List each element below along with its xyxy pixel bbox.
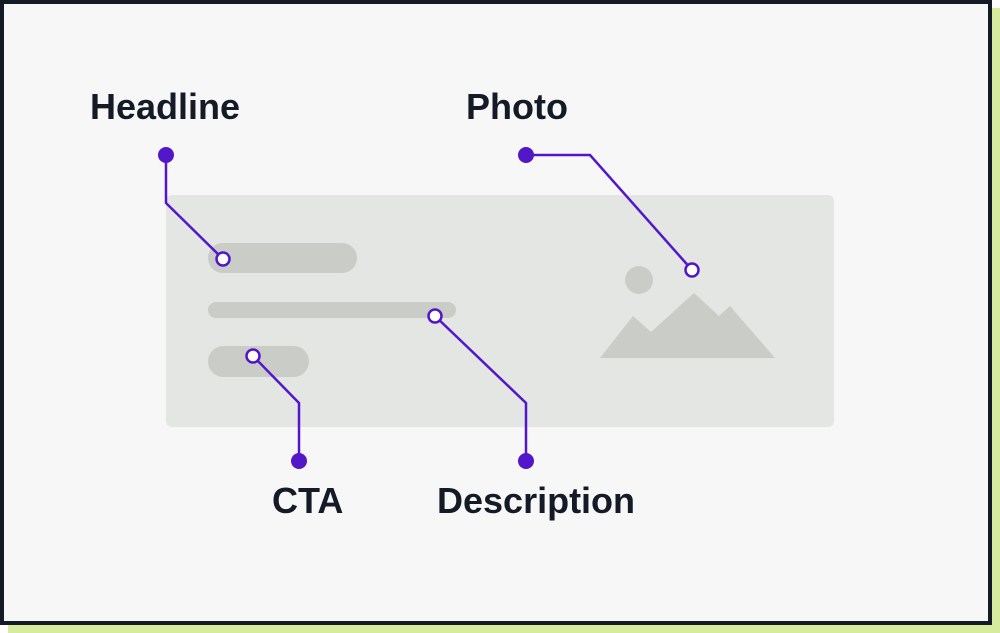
- photo-connector: [526, 153, 693, 271]
- sun-shape: [625, 266, 653, 294]
- photo-target-ring: [684, 262, 700, 278]
- description-target-ring: [427, 308, 443, 324]
- description-anchor-dot: [518, 453, 534, 469]
- cta-anchor-dot: [291, 453, 307, 469]
- cta-connector: [252, 355, 301, 461]
- photo-anchor-dot: [518, 147, 534, 163]
- mountain-shape: [600, 293, 775, 358]
- photo-label: Photo: [466, 86, 568, 127]
- description-connector: [434, 315, 528, 461]
- description-placeholder: [208, 302, 456, 318]
- headline-connector: [164, 155, 224, 260]
- image-placeholder-icon: [600, 266, 775, 358]
- headline-target-ring: [215, 251, 231, 267]
- headline-anchor-dot: [158, 147, 174, 163]
- cta-target-ring: [245, 348, 261, 364]
- description-label: Description: [437, 480, 636, 521]
- headline-label: Headline: [90, 86, 241, 127]
- cta-label: CTA: [272, 480, 344, 521]
- headline-placeholder: [208, 243, 357, 273]
